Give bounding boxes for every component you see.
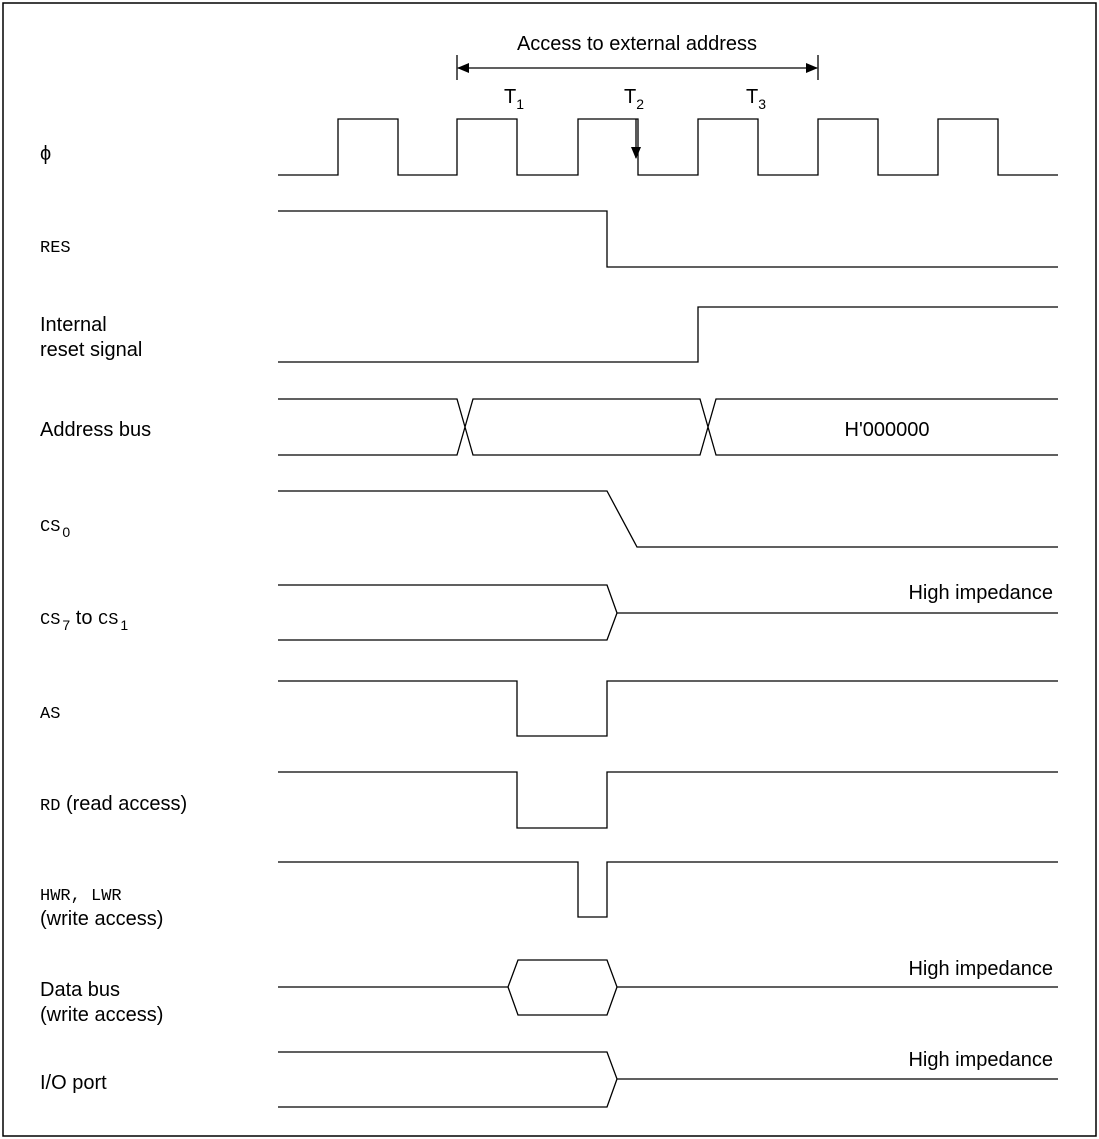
hwr-lwr-note: (write access) <box>40 908 163 930</box>
internal-reset-waveform <box>278 306 1058 363</box>
io-port-label: I/O port <box>40 1072 107 1094</box>
data-high-impedance-label: High impedance <box>908 958 1053 980</box>
io-high-impedance-label: High impedance <box>908 1049 1053 1071</box>
access-range-label: Access to external address <box>517 33 757 55</box>
state-t1-label: T1 <box>504 86 524 112</box>
cs7-cs1-waveform <box>278 584 1058 641</box>
cs-high-impedance-label: High impedance <box>908 582 1053 604</box>
res-label: RES <box>40 239 71 258</box>
address-value-label: H'000000 <box>845 419 930 441</box>
address-bus-label: Address bus <box>40 419 151 441</box>
res-waveform <box>278 210 1058 268</box>
rd-waveform <box>278 771 1058 829</box>
data-bus-waveform <box>278 959 1058 1016</box>
internal-reset-label-line2: reset signal <box>40 339 142 361</box>
address-bus-waveform <box>278 398 1058 456</box>
io-port-waveform <box>278 1051 1058 1108</box>
state-t2-label: T2 <box>624 86 644 112</box>
data-bus-label-line2: (write access) <box>40 1004 163 1026</box>
rd-label: RD (read access) <box>40 793 187 816</box>
as-label: AS <box>40 705 60 724</box>
phi-label: ϕ <box>40 143 51 165</box>
hwr-lwr-waveform <box>278 861 1058 918</box>
data-bus-label-line1: Data bus <box>40 979 120 1001</box>
cs0-waveform <box>278 490 1058 548</box>
hwr-lwr-label: HWR, LWR <box>40 887 122 906</box>
state-t3-label: T3 <box>746 86 766 112</box>
as-waveform <box>278 680 1058 737</box>
internal-reset-label-line1: Internal <box>40 314 107 336</box>
phi-waveform <box>278 118 1058 176</box>
